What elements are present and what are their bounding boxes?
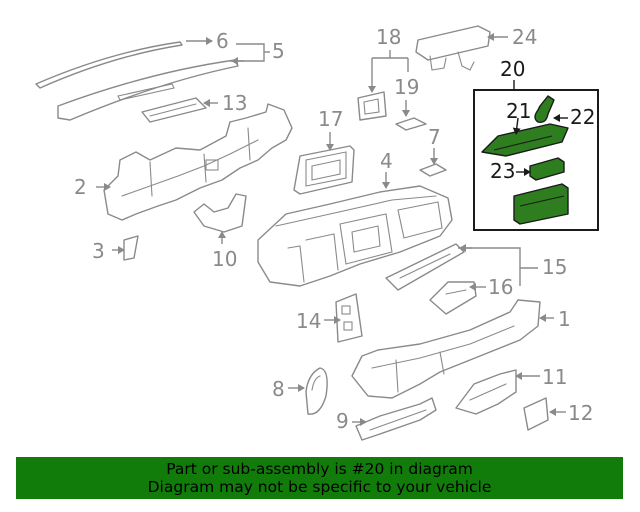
part-9-knee-panel xyxy=(355,397,437,441)
callout-16: 16 xyxy=(488,275,513,299)
callout-1: 1 xyxy=(558,307,571,331)
part-5-dash-top-pad xyxy=(57,59,239,121)
part-7-pad xyxy=(419,163,447,177)
info-banner: Part or sub-assembly is #20 in diagram D… xyxy=(16,457,623,499)
callout-11: 11 xyxy=(542,365,567,389)
callout-18: 18 xyxy=(376,25,401,49)
part-2-cross-car-beam xyxy=(103,103,293,221)
part-16-glovebox-bin xyxy=(429,281,477,315)
part-22-knob xyxy=(534,95,555,124)
callout-10: 10 xyxy=(212,247,237,271)
callout-13: 13 xyxy=(222,91,247,115)
callout-6: 6 xyxy=(216,29,229,53)
part-11-console-panel xyxy=(455,369,517,415)
part-3-clip xyxy=(123,235,139,261)
banner-line-2: Diagram may not be specific to your vehi… xyxy=(147,478,492,496)
callout-2: 2 xyxy=(74,175,87,199)
part-4-instrument-panel xyxy=(257,185,453,287)
callout-19: 19 xyxy=(394,75,419,99)
callout-7: 7 xyxy=(428,125,441,149)
assembly-20-inset: 20 21 22 23 xyxy=(473,57,599,231)
part-15-glovebox-door xyxy=(385,243,465,291)
callout-14: 14 xyxy=(296,309,321,333)
leader-lines xyxy=(96,33,566,426)
part-20-box xyxy=(513,183,569,225)
callout-23: 23 xyxy=(490,159,515,183)
part-10-bracket xyxy=(193,193,247,233)
callout-8: 8 xyxy=(272,377,285,401)
callout-22: 22 xyxy=(570,105,595,129)
callout-9: 9 xyxy=(336,409,349,433)
part-19-pad xyxy=(395,117,427,131)
part-12-cover xyxy=(523,397,549,431)
callout-24: 24 xyxy=(512,25,537,49)
part-6-trim-strip xyxy=(35,41,183,89)
part-13-panel xyxy=(141,97,207,123)
callout-5: 5 xyxy=(272,39,285,63)
part-24-airbag-module xyxy=(415,25,491,71)
callout-17: 17 xyxy=(318,107,343,131)
part-14-bracket xyxy=(335,293,363,343)
callout-labels: 6 5 13 2 3 10 17 18 19 7 4 24 15 16 14 1… xyxy=(74,25,593,433)
callout-4: 4 xyxy=(380,149,393,173)
callout-12: 12 xyxy=(568,401,593,425)
callout-15: 15 xyxy=(542,255,567,279)
callout-3: 3 xyxy=(92,239,105,263)
part-23-block xyxy=(529,157,565,181)
banner-line-1: Part or sub-assembly is #20 in diagram xyxy=(166,460,473,478)
callout-20: 20 xyxy=(500,57,525,81)
part-17-bezel xyxy=(293,145,355,195)
part-8-trim xyxy=(305,367,328,415)
part-18-module xyxy=(357,91,387,121)
callout-21: 21 xyxy=(506,99,531,123)
